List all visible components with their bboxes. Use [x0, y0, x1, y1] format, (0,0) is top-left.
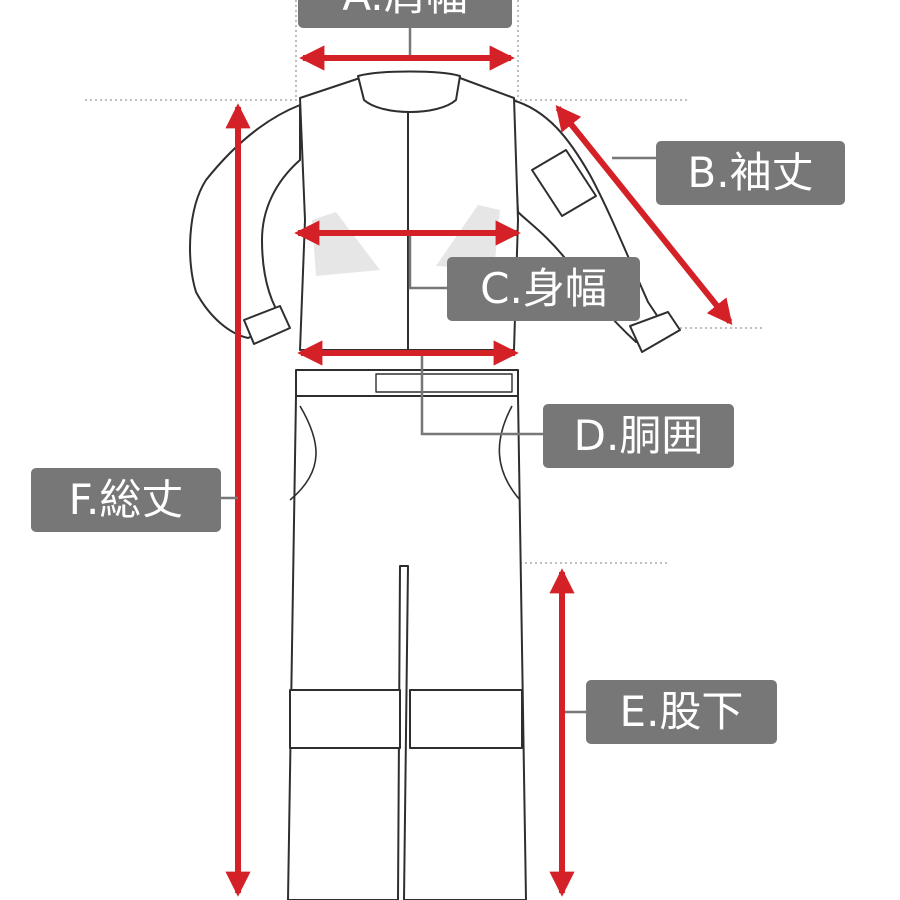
label-inseam: E.股下 [586, 680, 777, 744]
label-total-length: F.総丈 [31, 468, 221, 532]
trousers [287, 395, 527, 900]
collar [357, 70, 461, 113]
label-sleeve-length: B.袖丈 [656, 141, 845, 205]
measurement-arrows [225, 45, 733, 897]
left-knee-patch [289, 689, 401, 749]
left-sleeve [189, 104, 301, 339]
label-waist: D.胴囲 [543, 404, 734, 468]
left-cuff [243, 305, 291, 345]
coverall-illustration [189, 70, 681, 900]
label-chest-width: C.身幅 [447, 257, 640, 321]
arrow-sleeve-length [555, 105, 733, 325]
right-knee-patch [409, 689, 523, 749]
label-shoulder-width: A.肩幅 [298, 0, 512, 28]
